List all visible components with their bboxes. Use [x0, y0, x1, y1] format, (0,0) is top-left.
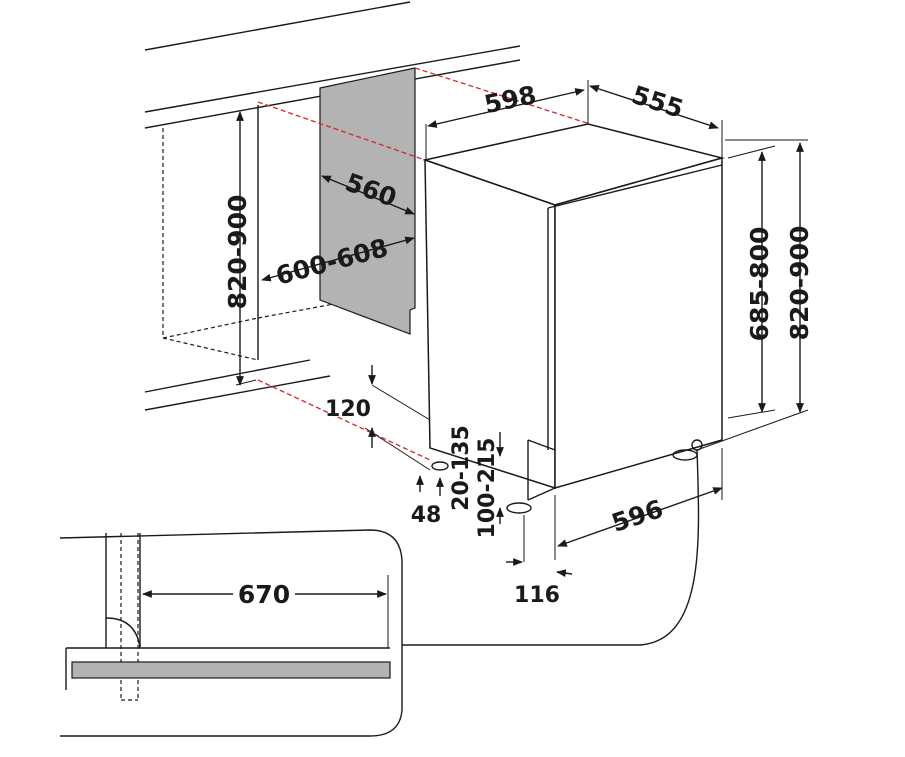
inset-length-label: 670 — [238, 580, 290, 609]
foot-offset-label: 48 — [411, 503, 442, 528]
dimension-labels: 598 555 560 600-608 820-900 685-800 820-… — [223, 80, 814, 608]
plinth-offset-label: 120 — [325, 397, 371, 422]
front-width-label: 596 — [608, 494, 667, 538]
door-range-b-label: 100-215 — [475, 438, 500, 539]
plinth-board — [71, 661, 391, 679]
door-range-a-label: 20-135 — [449, 425, 474, 511]
niche-height-label: 820-900 — [223, 195, 252, 310]
depth-label: 555 — [628, 80, 687, 124]
top-width-label: 598 — [482, 80, 539, 119]
detail-inset: 670 — [59, 529, 403, 737]
appliance-height-label: 685-800 — [745, 227, 774, 342]
dishwasher-body — [422, 123, 725, 514]
total-height-label: 820-900 — [785, 226, 814, 341]
front-offset-label: 116 — [514, 583, 560, 608]
dimension-lines — [235, 80, 809, 578]
inset-connector — [402, 449, 700, 646]
